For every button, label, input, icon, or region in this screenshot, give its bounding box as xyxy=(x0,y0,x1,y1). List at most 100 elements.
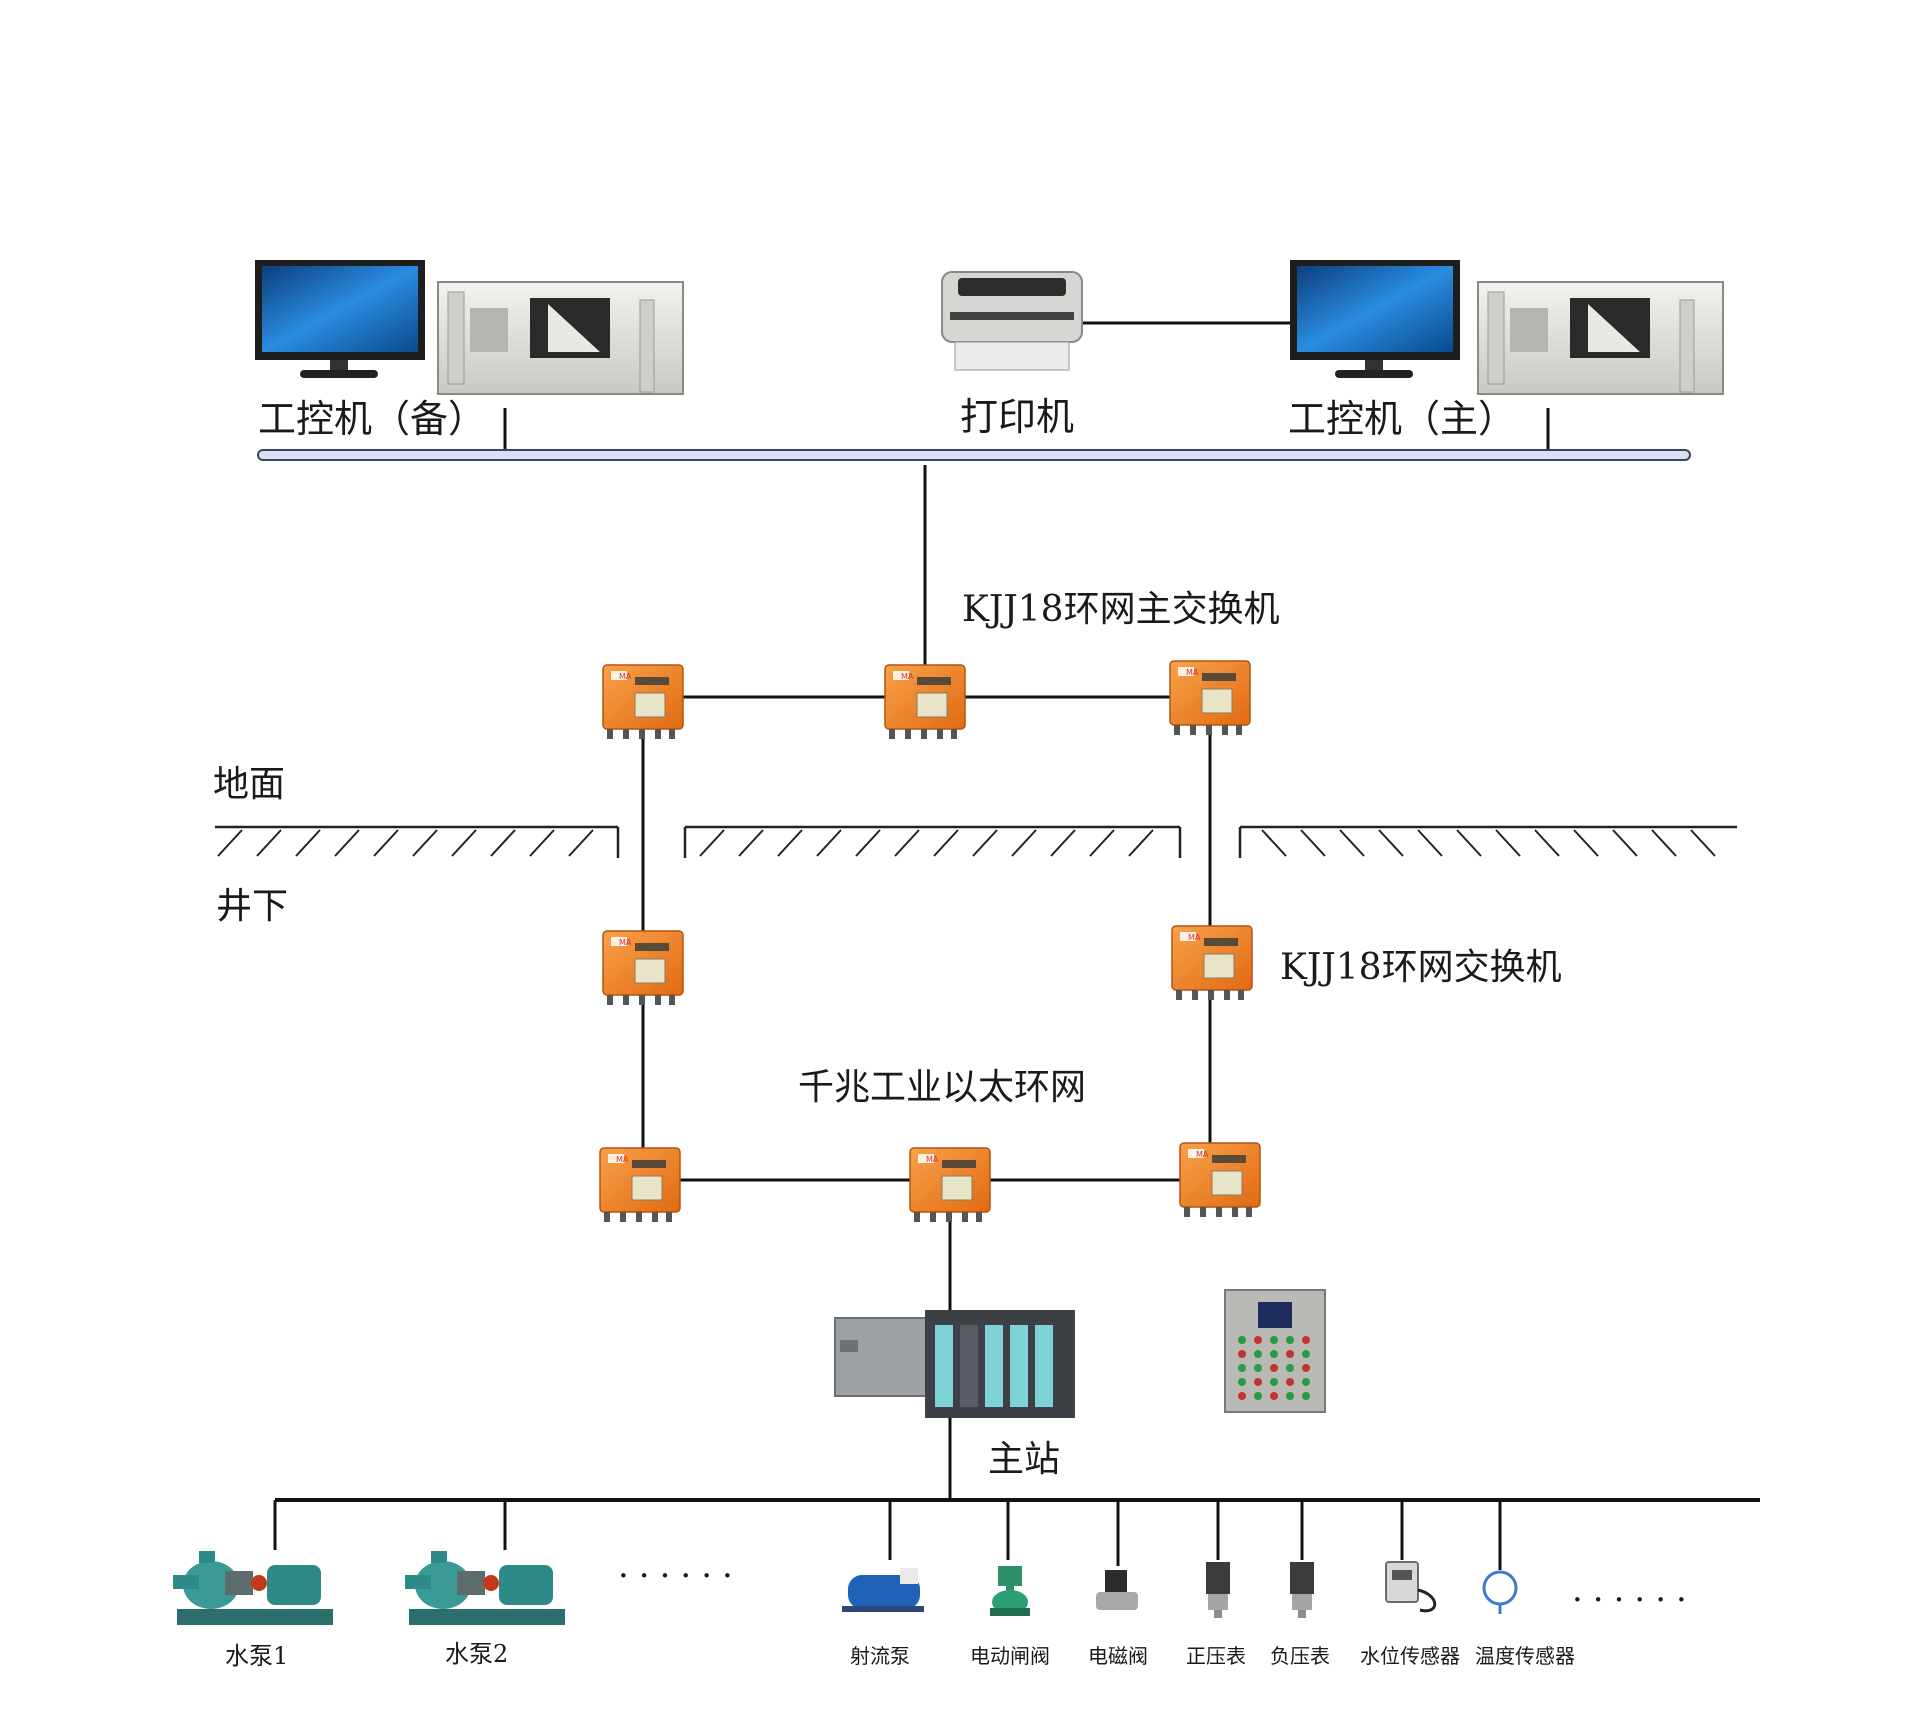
panel-button xyxy=(1286,1350,1294,1358)
hatch-mark xyxy=(1690,829,1716,857)
hatch-mark xyxy=(1089,829,1115,857)
monitor-icon xyxy=(1290,260,1460,378)
panel-button xyxy=(1286,1336,1294,1344)
label-pump-1: 水泵1 xyxy=(225,1642,289,1670)
hatch-mark xyxy=(1300,829,1326,857)
hatch-mark xyxy=(894,829,920,857)
panel-button xyxy=(1254,1378,1262,1386)
ellipsis-right: ······ xyxy=(1572,1580,1697,1620)
svg-text:MA: MA xyxy=(1186,668,1199,677)
panel-button xyxy=(1270,1336,1278,1344)
hatch-mark xyxy=(777,829,803,857)
hatch-mark xyxy=(295,829,321,857)
hatch-mark xyxy=(1378,829,1404,857)
label-negative-pressure-gauge: 负压表 xyxy=(1270,1644,1330,1668)
electric-gate-valve-icon xyxy=(990,1566,1030,1616)
pump-2-icon xyxy=(405,1551,565,1625)
hatch-mark xyxy=(1128,829,1154,857)
panel-button xyxy=(1238,1392,1246,1400)
hatch-mark xyxy=(1534,829,1560,857)
panel-button xyxy=(1286,1364,1294,1372)
solenoid-valve-icon xyxy=(1096,1570,1138,1610)
label-ipc-backup: 工控机（备） xyxy=(258,397,487,441)
hatch-mark xyxy=(933,829,959,857)
hatch-mark xyxy=(373,829,399,857)
hatch-mark xyxy=(1573,829,1599,857)
panel-button xyxy=(1254,1336,1262,1344)
label-printer: 打印机 xyxy=(960,395,1075,439)
svg-text:MA: MA xyxy=(616,1155,629,1164)
hatch-mark xyxy=(1417,829,1443,857)
svg-text:MA: MA xyxy=(619,938,632,947)
switch-icon: MA xyxy=(909,1147,991,1223)
panel-button xyxy=(1270,1364,1278,1372)
label-electric-gate-valve: 电动闸阀 xyxy=(970,1644,1050,1668)
panel-button xyxy=(1254,1350,1262,1358)
label-temperature-sensor: 温度传感器 xyxy=(1475,1644,1575,1668)
rack-server-icon xyxy=(437,281,684,395)
ground-hatch-left xyxy=(217,829,594,857)
printer-icon xyxy=(941,271,1083,371)
hatch-mark xyxy=(1261,829,1287,857)
panel-button xyxy=(1238,1364,1246,1372)
main-switch-icon: MA xyxy=(884,664,966,740)
panel-button xyxy=(1254,1364,1262,1372)
ring-switches: MA MA MA MA MA MA MA MA xyxy=(599,660,1261,1223)
ipc-backup xyxy=(255,260,684,395)
ellipsis-left: ······ xyxy=(618,1556,743,1596)
ipc-main xyxy=(1290,260,1724,395)
label-jet-pump: 射流泵 xyxy=(850,1644,910,1668)
panel-button xyxy=(1270,1392,1278,1400)
ground-hatch-right xyxy=(1261,829,1716,857)
hatch-mark xyxy=(1495,829,1521,857)
label-master-station: 主站 xyxy=(988,1439,1061,1480)
label-positive-pressure-gauge: 正压表 xyxy=(1186,1644,1246,1668)
hatch-mark xyxy=(529,829,555,857)
plc-master-station-icon xyxy=(834,1310,1075,1418)
temperature-sensor-icon xyxy=(1482,1570,1518,1614)
control-panel-icon xyxy=(1224,1289,1326,1413)
ground-hatch-middle xyxy=(699,829,1154,857)
switch-icon: MA xyxy=(602,664,684,740)
rack-server-icon xyxy=(1477,281,1724,395)
monitor-icon xyxy=(255,260,425,378)
panel-button xyxy=(1238,1336,1246,1344)
ground-boundary xyxy=(215,825,1737,858)
label-underground: 井下 xyxy=(216,886,289,927)
svg-text:MA: MA xyxy=(619,672,632,681)
panel-button xyxy=(1302,1392,1310,1400)
panel-button xyxy=(1286,1378,1294,1386)
positive-pressure-gauge-icon xyxy=(1206,1562,1230,1618)
panel-button xyxy=(1302,1364,1310,1372)
lan-bus xyxy=(257,449,1691,461)
label-ipc-main: 工控机（主） xyxy=(1288,397,1517,441)
hatch-mark xyxy=(699,829,725,857)
label-ring-switch: KJJ18环网交换机 xyxy=(1280,947,1562,988)
hatch-mark xyxy=(217,829,243,857)
negative-pressure-gauge-icon xyxy=(1290,1562,1314,1618)
hatch-mark xyxy=(816,829,842,857)
pump-1-icon xyxy=(173,1551,333,1625)
switch-icon: MA xyxy=(1179,1142,1261,1218)
panel-button xyxy=(1238,1350,1246,1358)
panel-button xyxy=(1238,1378,1246,1386)
panel-button xyxy=(1270,1378,1278,1386)
label-ring-network: 千兆工业以太环网 xyxy=(798,1067,1087,1108)
jet-pump-icon xyxy=(842,1568,924,1612)
hatch-mark xyxy=(738,829,764,857)
water-level-sensor-icon xyxy=(1385,1561,1437,1613)
panel-button xyxy=(1302,1378,1310,1386)
hatch-mark xyxy=(1050,829,1076,857)
hatch-mark xyxy=(1011,829,1037,857)
label-water-level-sensor: 水位传感器 xyxy=(1360,1644,1460,1668)
switch-icon: MA xyxy=(1169,660,1251,736)
label-pump-2: 水泵2 xyxy=(445,1640,509,1668)
label-surface: 地面 xyxy=(213,764,286,805)
switch-icon: MA xyxy=(599,1147,681,1223)
label-main-switch: KJJ18环网主交换机 xyxy=(962,589,1280,630)
svg-text:MA: MA xyxy=(901,672,914,681)
hatch-mark xyxy=(855,829,881,857)
svg-text:MA: MA xyxy=(926,1155,939,1164)
panel-button xyxy=(1286,1392,1294,1400)
